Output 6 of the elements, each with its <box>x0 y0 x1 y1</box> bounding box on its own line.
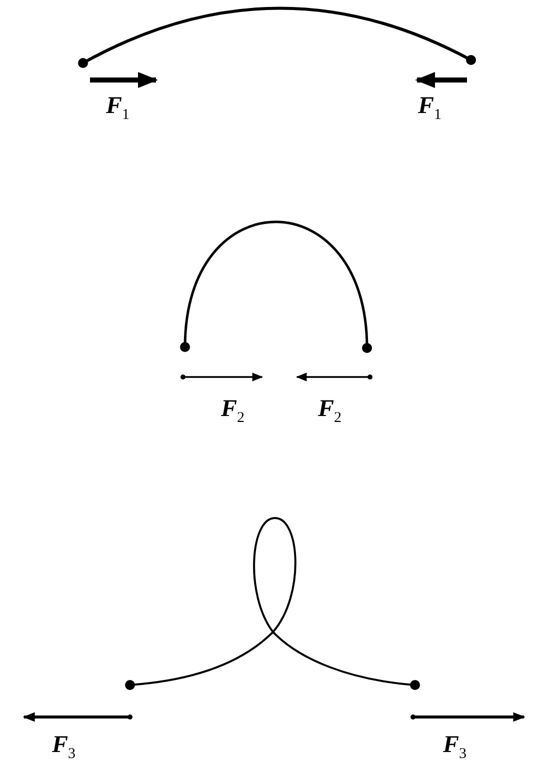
force-label: F$_{1}$ <box>418 94 442 123</box>
force-label: F$_{2}$ <box>221 397 245 426</box>
force-label: F$_{3}$ <box>52 733 76 762</box>
force-label: F$_{1}$ <box>106 94 130 123</box>
force-label: F$_{2}$ <box>318 397 342 426</box>
force-label: F$_{3}$ <box>443 733 467 762</box>
